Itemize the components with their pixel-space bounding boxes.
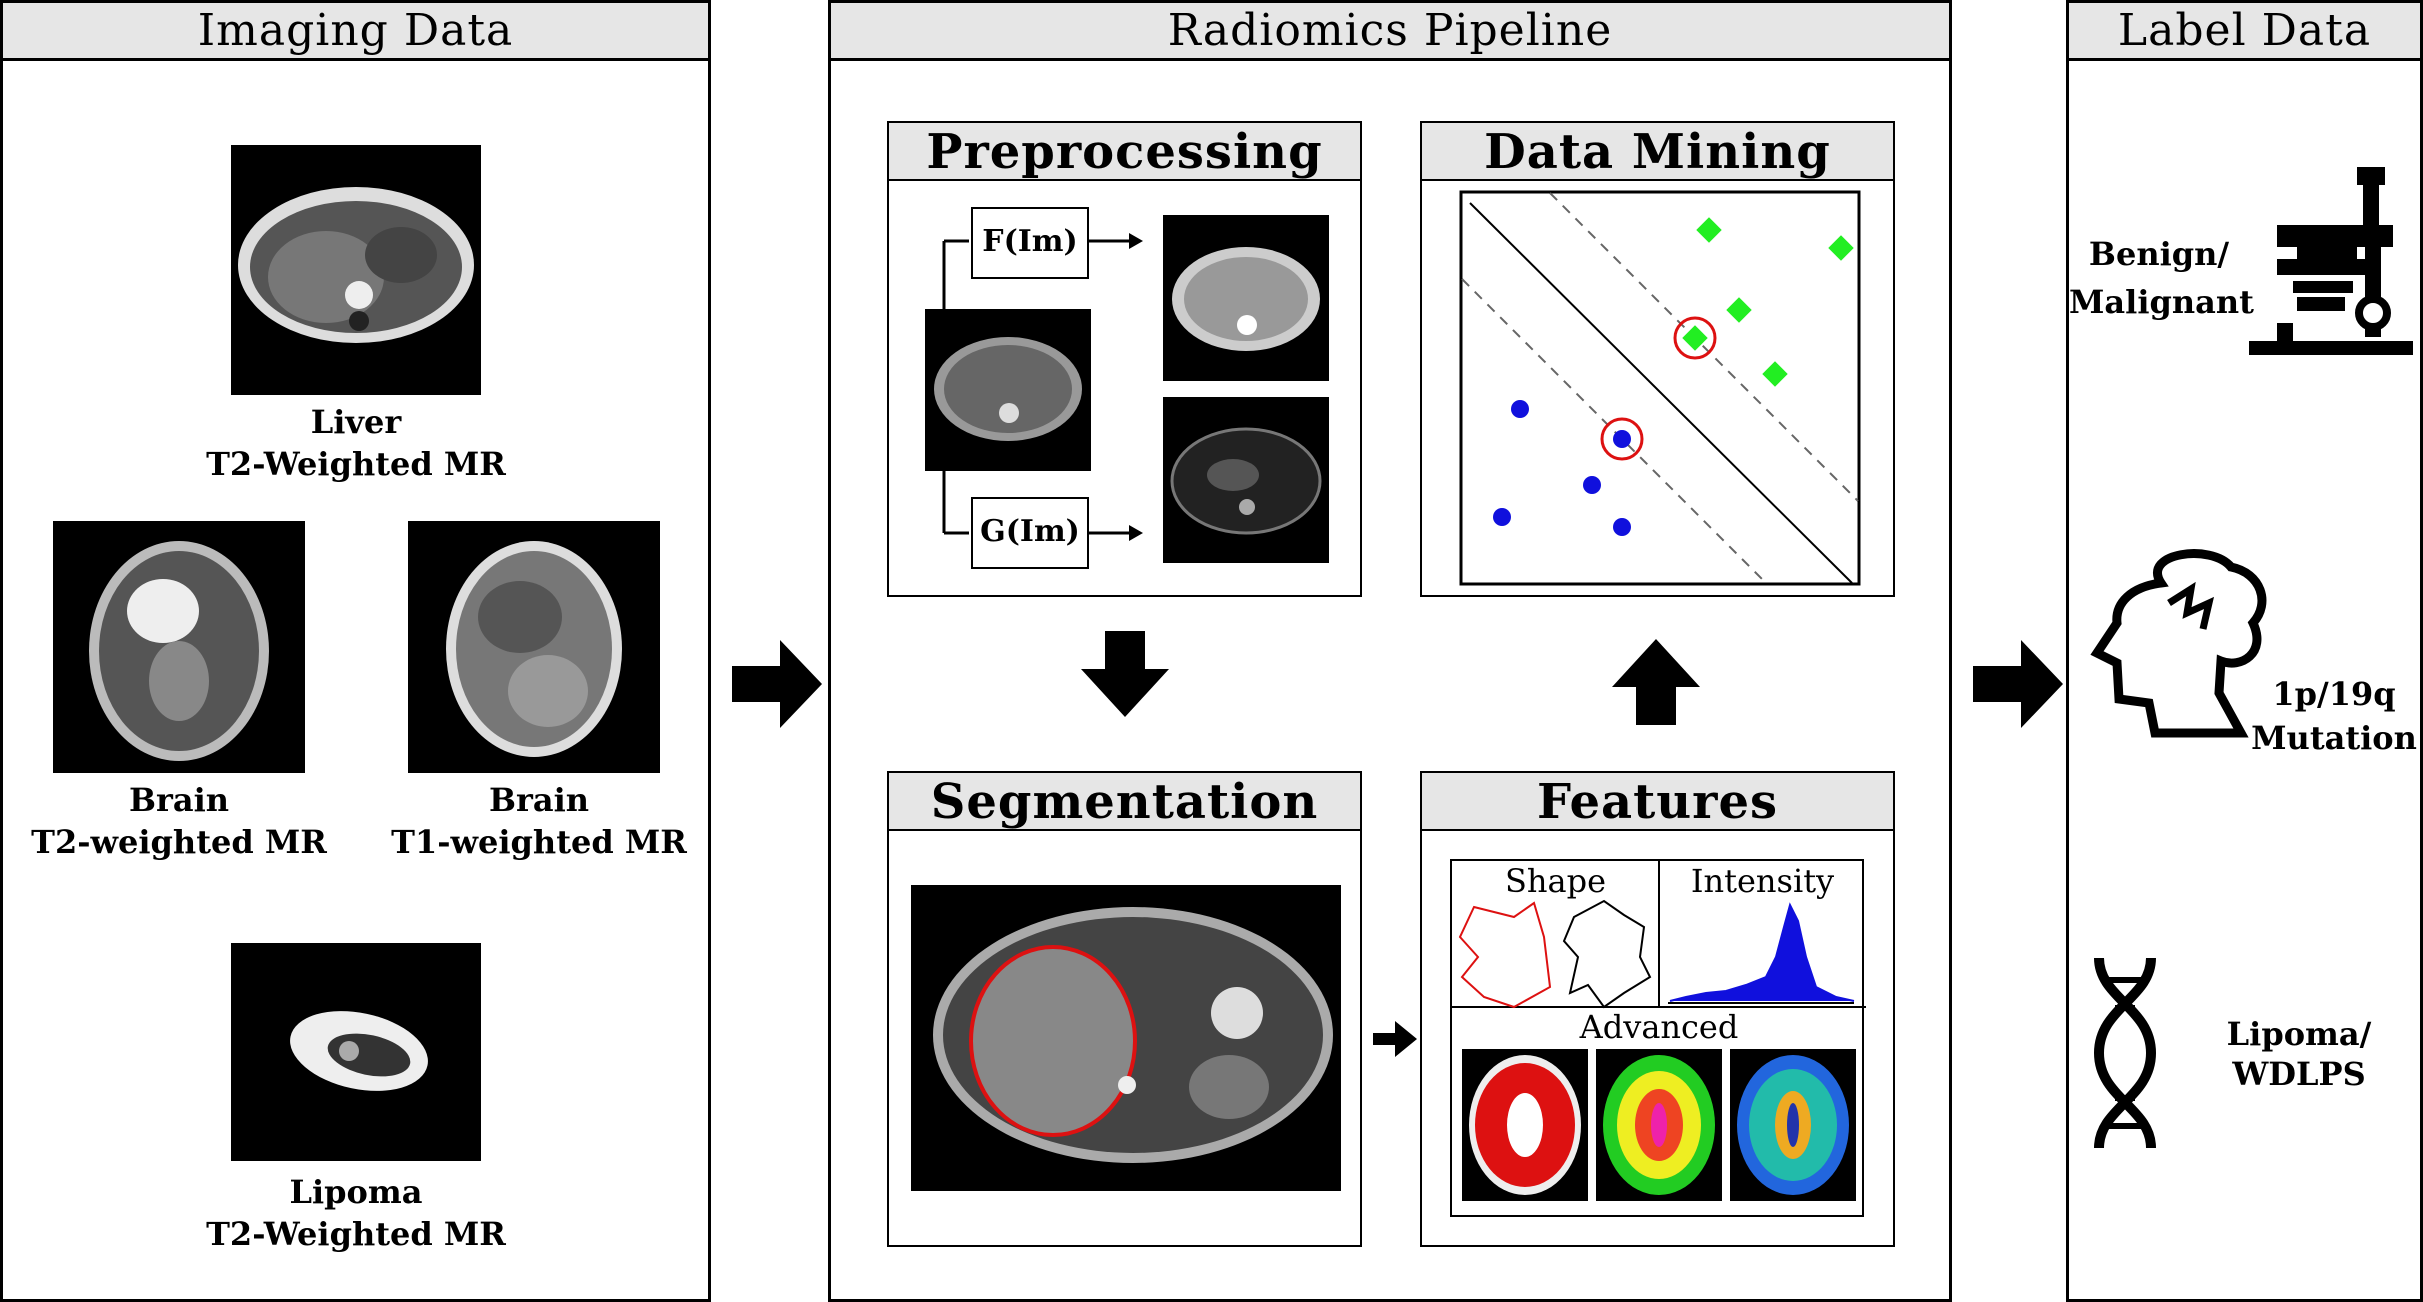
flow-arrow-pipeline-to-labels xyxy=(1973,640,2063,728)
segmented-liver-image xyxy=(911,885,1341,1191)
flow-arrow-preprocessing-to-segmentation xyxy=(1081,631,1169,717)
liver-caption-1: Liver xyxy=(310,403,402,441)
brain-t2-caption-2: T2-weighted MR xyxy=(31,823,327,861)
flow-arrow-features-to-data-mining xyxy=(1612,639,1700,725)
advanced-label: Advanced xyxy=(1579,1008,1739,1046)
data-point-blue xyxy=(1613,430,1631,448)
mutation-label-2: Mutation xyxy=(2251,719,2417,757)
benign-malignant-label-1: Benign/ xyxy=(2088,235,2230,273)
ct-g-filtered-image xyxy=(1163,397,1329,563)
shape-outlines xyxy=(1458,899,1652,1009)
brain-t2-image xyxy=(53,521,305,773)
features-box: Features Shape Intensity Advanced xyxy=(1420,771,1895,1247)
data-mining-box: Data Mining xyxy=(1420,121,1895,597)
support-vector-a xyxy=(1673,316,1717,360)
benign-malignant-label-2: Malignant xyxy=(2069,283,2254,321)
brain-t1-image xyxy=(408,521,660,773)
brain-t2-caption-1: Brain xyxy=(128,781,230,819)
lipoma-wdlps-label-1: Lipoma/ xyxy=(2226,1015,2372,1053)
data-point-blue xyxy=(1493,508,1511,526)
advanced-map-blue xyxy=(1730,1049,1856,1201)
label-data-panel: Label Data Benign/ Malignant 1p/19q Muta… xyxy=(2066,0,2423,1302)
liver-caption-2: T2-Weighted MR xyxy=(206,445,506,483)
svm-plot xyxy=(1459,190,1861,586)
preprocessing-box: Preprocessing F(Im) G(Im) xyxy=(887,121,1362,597)
preprocessing-title: Preprocessing xyxy=(889,123,1360,181)
dna-icon xyxy=(2093,957,2157,1149)
label-data-title: Label Data xyxy=(2069,3,2420,61)
brain-t1-caption-1: Brain xyxy=(488,781,590,819)
data-point-blue xyxy=(1613,518,1631,536)
class-b-points xyxy=(1493,400,1631,536)
lipoma-mr-image xyxy=(231,943,481,1161)
mutation-label-1: 1p/19q xyxy=(2272,675,2396,713)
radiomics-pipeline-title: Radiomics Pipeline xyxy=(831,3,1949,61)
imaging-data-panel: Imaging Data Liver T2-Weighted MR Brain … xyxy=(0,0,711,1302)
intensity-histogram xyxy=(1668,902,1855,1004)
advanced-map-red xyxy=(1462,1049,1588,1201)
segmentation-title: Segmentation xyxy=(889,773,1360,831)
f-transform-box: F(Im) xyxy=(971,207,1089,279)
support-vector-b xyxy=(1600,417,1644,461)
data-point-blue xyxy=(1511,400,1529,418)
radiomics-pipeline-panel: Radiomics Pipeline Preprocessing F(Im) G… xyxy=(828,0,1952,1302)
data-point-blue xyxy=(1583,476,1601,494)
features-grid: Shape Intensity Advanced xyxy=(1450,859,1866,1217)
features-title: Features xyxy=(1422,773,1893,831)
flow-arrow-imaging-to-pipeline xyxy=(732,640,822,728)
brain-t1-caption-2: T1-weighted MR xyxy=(391,823,687,861)
lipoma-caption-2: T2-Weighted MR xyxy=(206,1215,506,1253)
intensity-label: Intensity xyxy=(1690,862,1835,900)
g-transform-box: G(Im) xyxy=(971,497,1089,569)
lipoma-wdlps-label-2: WDLPS xyxy=(2232,1055,2366,1093)
ct-f-filtered-image xyxy=(1163,215,1329,381)
microscope-icon xyxy=(2249,167,2413,355)
advanced-map-rainbow xyxy=(1596,1049,1722,1201)
lipoma-caption-1: Lipoma xyxy=(289,1173,423,1211)
ct-original-image xyxy=(925,309,1091,471)
imaging-data-title: Imaging Data xyxy=(3,3,708,61)
head-brain-icon xyxy=(2090,549,2267,738)
segmentation-box: Segmentation xyxy=(887,771,1362,1247)
flow-arrow-segmentation-to-features xyxy=(1373,1021,1417,1057)
shape-label: Shape xyxy=(1504,862,1607,900)
liver-mr-image xyxy=(231,145,481,395)
data-mining-title: Data Mining xyxy=(1422,123,1893,181)
